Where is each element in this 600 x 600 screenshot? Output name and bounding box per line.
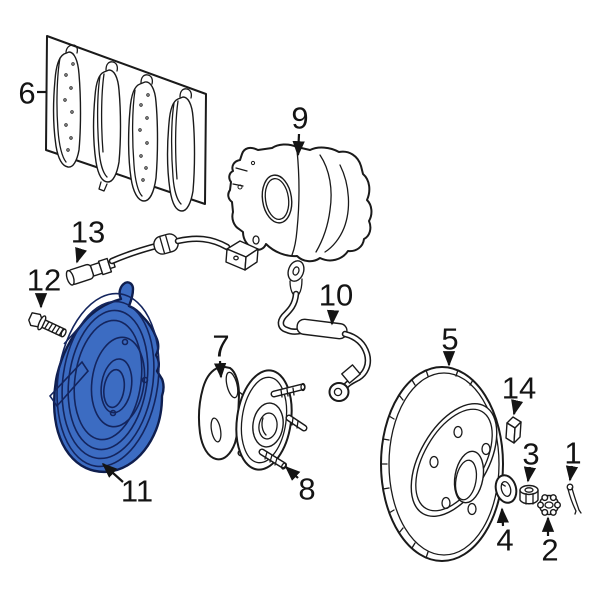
callout-13-arrow <box>75 246 87 264</box>
callout-4-label[interactable]: 4 <box>496 523 513 558</box>
hub-nut[interactable] <box>519 484 539 505</box>
callout-9: 9 <box>291 101 309 157</box>
callout-7-arrow <box>213 360 227 379</box>
callout-10-label[interactable]: 10 <box>319 278 353 313</box>
callout-14-label[interactable]: 14 <box>502 371 536 406</box>
brake-caliper[interactable] <box>227 143 373 263</box>
callout-3: 3 <box>522 437 540 483</box>
callout-3-arrow <box>523 466 537 483</box>
splash-shield-bolt[interactable] <box>27 311 69 341</box>
callout-1: 1 <box>564 436 582 482</box>
wheel-stud-top <box>270 382 306 398</box>
callout-2: 2 <box>541 516 559 568</box>
callout-4-arrow <box>496 507 509 527</box>
hose-end-fitting <box>341 364 361 384</box>
callout-12: 12 <box>27 263 61 309</box>
callout-14: 14 <box>502 371 536 416</box>
abs-wheel-speed-sensor[interactable] <box>65 232 259 286</box>
sensor-grommet <box>153 233 179 255</box>
hose-top-fitting <box>287 260 305 282</box>
callout-11: 11 <box>101 462 153 509</box>
callout-2-label[interactable]: 2 <box>541 533 558 568</box>
callout-14-arrow <box>511 399 524 416</box>
nut-retainer[interactable] <box>537 494 562 516</box>
callout-5: 5 <box>441 322 459 367</box>
rotor-vent-slots <box>380 369 474 559</box>
brake-rotor[interactable] <box>380 366 514 562</box>
callout-7-label[interactable]: 7 <box>212 329 229 364</box>
callout-8-arrow <box>284 465 301 481</box>
part-14-clip[interactable] <box>505 416 522 444</box>
callout-5-label[interactable]: 5 <box>441 322 458 357</box>
rotor-lug-holes <box>429 425 491 516</box>
callout-8-label[interactable]: 8 <box>298 472 315 507</box>
washer[interactable] <box>493 473 520 505</box>
callout-9-label[interactable]: 9 <box>291 101 308 136</box>
callout-12-label[interactable]: 12 <box>27 263 61 298</box>
callout-1-arrow <box>565 465 579 482</box>
wheel-stud-right <box>285 414 308 432</box>
callout-3-label[interactable]: 3 <box>522 437 539 472</box>
callout-10: 10 <box>319 278 353 326</box>
callout-7: 7 <box>212 329 230 379</box>
caliper-piston-bore <box>261 174 293 224</box>
callouts: 6 9 13 12 11 7 8 10 <box>18 76 581 568</box>
callout-8: 8 <box>284 465 316 507</box>
sensor-connector <box>225 240 259 271</box>
callout-1-label[interactable]: 1 <box>564 436 581 471</box>
callout-11-label[interactable]: 11 <box>121 474 153 509</box>
callout-11-arrow <box>101 462 124 483</box>
brake-pad-set[interactable] <box>45 35 207 212</box>
hose-sleeve <box>296 318 348 340</box>
callout-13-label[interactable]: 13 <box>71 215 105 250</box>
callout-10-arrow <box>326 309 340 326</box>
callout-13: 13 <box>71 215 105 264</box>
cotter-pin[interactable] <box>566 483 582 515</box>
hub-bearing-assembly[interactable] <box>198 365 308 474</box>
callout-9-arrow <box>292 133 305 157</box>
callout-6-label[interactable]: 6 <box>18 76 35 111</box>
callout-4: 4 <box>496 507 514 558</box>
callout-6: 6 <box>18 76 46 111</box>
splash-shield-highlighted[interactable] <box>46 281 169 473</box>
